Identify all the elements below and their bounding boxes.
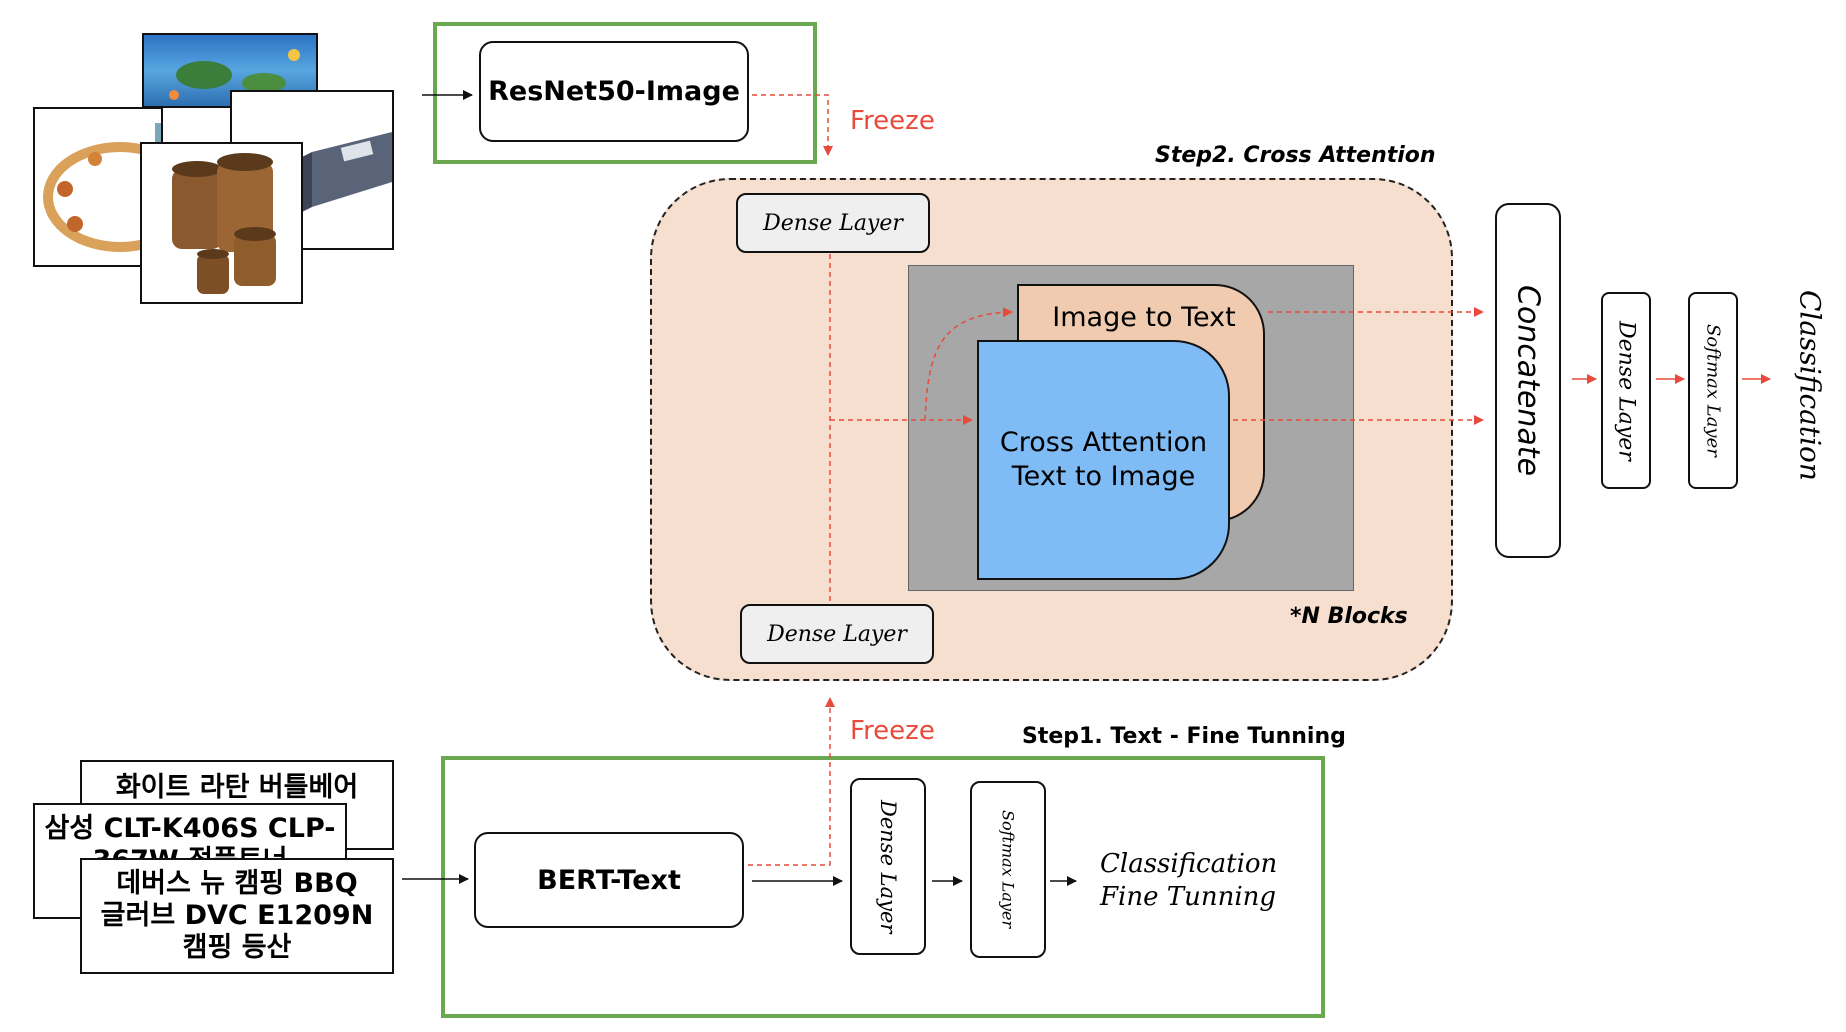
input-text-1: 화이트 라탄 버틀베어 [115,772,359,803]
classification-fine-tuning: Classification Fine Tunning [1100,848,1277,914]
plate-illustration [43,123,161,252]
dense-layer-step1: Dense Layer [850,778,926,955]
resnet50-image-node: ResNet50-Image [479,41,749,142]
input-text-3-line1: 데버스 뉴 캠핑 BBQ [116,868,358,899]
dense-layer-right-label: Dense Layer [1613,320,1639,461]
cross-attention-line2: Text to Image [1011,461,1196,492]
step2-title: Step2. Cross Attention [1155,143,1436,168]
softmax-layer-step1: Softmax Layer [970,781,1046,958]
softmax-layer-step1-label: Softmax Layer [998,810,1018,929]
classification-label: Classification [1793,290,1827,481]
cross-attention-line1: Cross Attention [999,427,1208,458]
dense-layer-top-label: Dense Layer [763,210,903,236]
softmax-layer-right: Softmax Layer [1688,292,1738,489]
freeze-bottom-label: Freeze [850,716,935,746]
resnet-frame [433,22,817,164]
concatenate-node: Concatenate [1495,203,1561,558]
bert-text-node: BERT-Text [474,832,744,928]
bert-text-label: BERT-Text [537,864,681,896]
input-text-3-line2: 글러브 DVC E1209N [100,900,374,931]
input-image-plate [33,107,163,267]
turtle-illustration [169,49,300,100]
step1-frame [441,756,1325,1018]
dense-layer-top: Dense Layer [736,193,930,253]
input-image-baskets [140,142,303,304]
freeze-top-label: Freeze [850,106,935,136]
cross-attention-block: Cross Attention Text to Image [977,340,1230,580]
dense-layer-step1-label: Dense Layer [876,799,900,934]
input-text-3-line3: 캠핑 등산 [182,932,292,963]
bert-freeze-connector [748,697,835,866]
classification-fine-line1: Classification [1100,849,1278,879]
image-to-text-label: Image to Text [1052,302,1236,333]
to-image-to-text-arrow [924,307,1013,421]
baskets-illustration [172,153,276,294]
step1-title: Step1. Text - Fine Tunning [1022,724,1346,749]
input-text-card-3: 데버스 뉴 캠핑 BBQ 글러브 DVC E1209N 캠핑 등산 [80,858,394,974]
input-text-2-line1: 삼성 CLT-K406S CLP- [44,813,336,844]
dense-layer-bottom: Dense Layer [740,604,934,664]
concatenate-label: Concatenate [1510,284,1546,477]
resnet-freeze-connector [752,94,833,156]
dense-layer-bottom-label: Dense Layer [767,621,907,647]
n-blocks-label: *N Blocks [1290,604,1408,629]
classification-fine-line2: Fine Tunning [1100,882,1277,912]
dense-layer-right: Dense Layer [1601,292,1651,489]
resnet50-label: ResNet50-Image [488,76,740,107]
softmax-layer-right-label: Softmax Layer [1702,324,1724,457]
classification-output: Classification [1790,290,1830,520]
